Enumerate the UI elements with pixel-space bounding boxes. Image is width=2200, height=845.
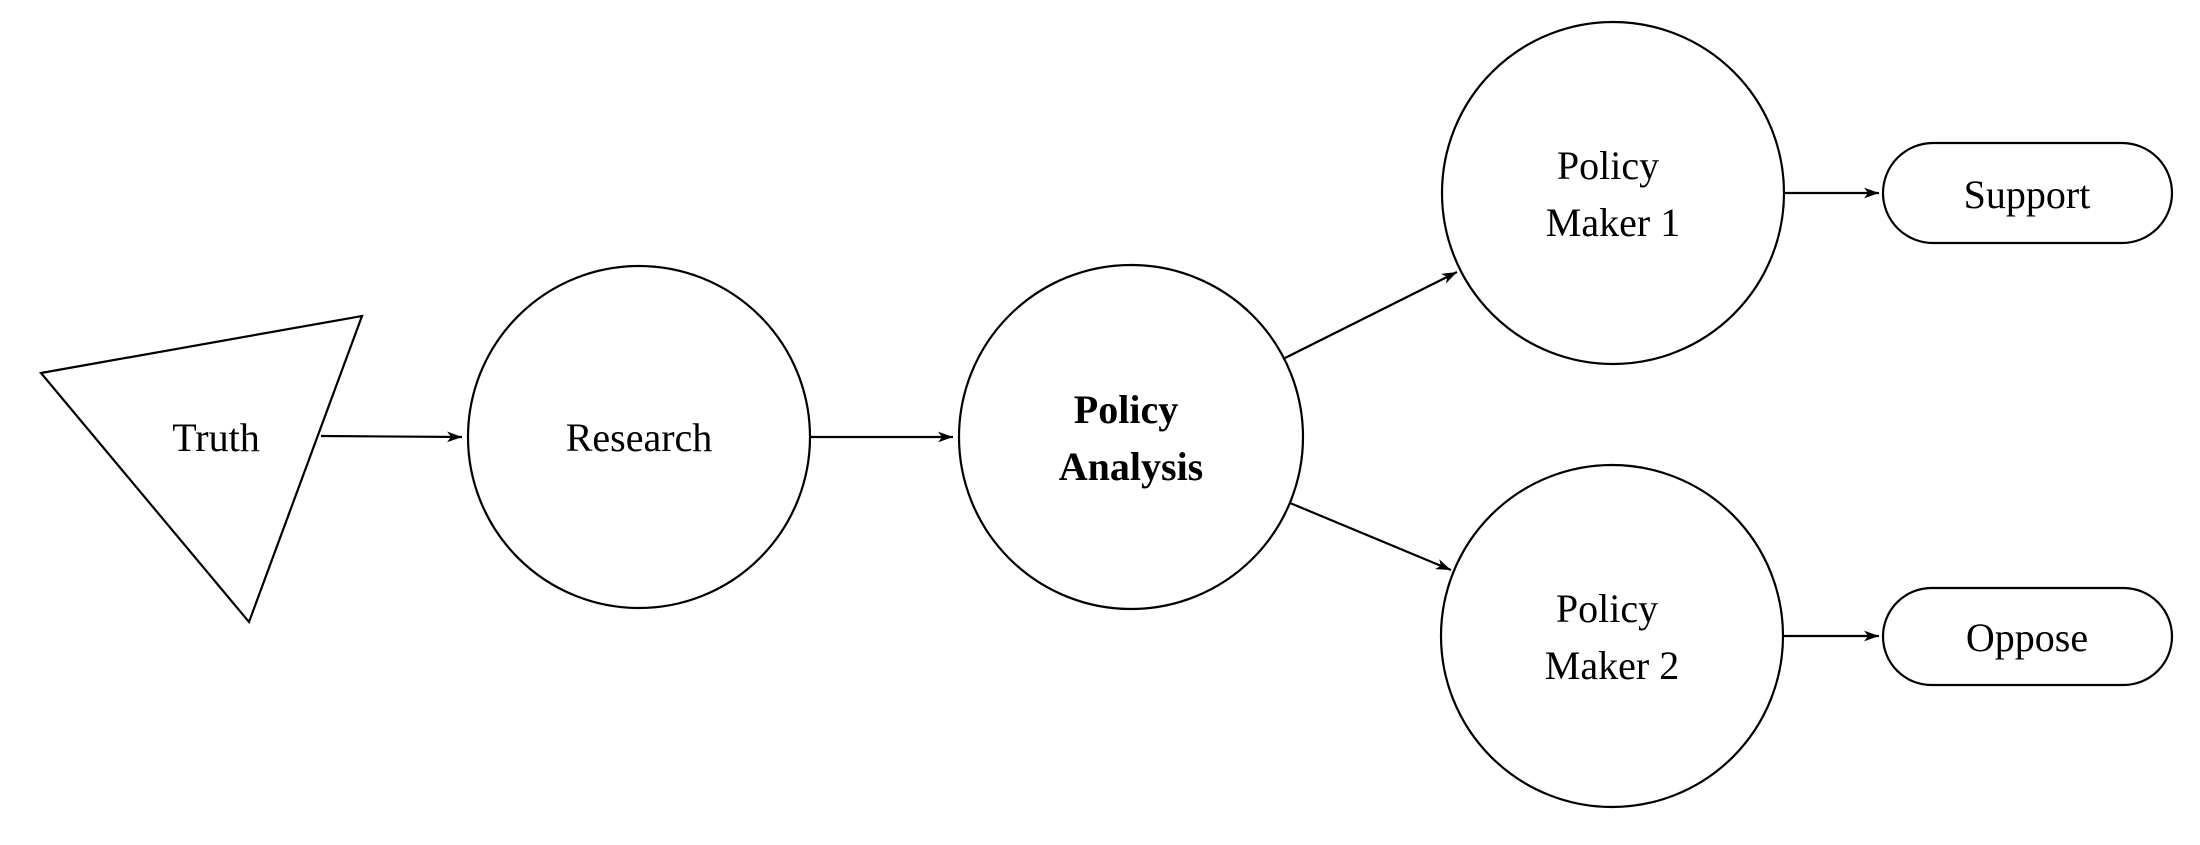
policy-maker-1-label-line1: Policy	[1557, 143, 1659, 188]
support-label: Support	[1964, 172, 2091, 217]
oppose-label: Oppose	[1966, 615, 2088, 660]
policy-analysis-label: Policy Analysis	[1059, 387, 1204, 489]
policy-maker-2-label: Policy Maker 2	[1545, 586, 1679, 688]
labels-group: Truth Research Policy Analysis Policy Ma…	[172, 143, 2090, 688]
research-label: Research	[566, 415, 713, 460]
truth-triangle	[38, 314, 364, 625]
truth-label: Truth	[172, 415, 259, 460]
policy-maker-2-label-line1: Policy	[1556, 586, 1658, 631]
policy-maker-1-label-line2: Maker 1	[1546, 200, 1680, 245]
oppose-stadium	[1881, 586, 2174, 687]
arrow-policy-analysis-to-policy-maker-1	[1284, 271, 1458, 359]
arrow-truth-to-research	[320, 431, 463, 443]
policy-analysis-circle	[957, 263, 1305, 611]
policy-analysis-label-line2: Analysis	[1059, 444, 1204, 489]
nodes-group	[38, 20, 2174, 809]
policy-maker-2-label-line2: Maker 2	[1545, 643, 1679, 688]
support-stadium	[1881, 141, 2174, 245]
research-circle	[466, 264, 812, 610]
policy-maker-1-circle	[1440, 20, 1786, 366]
policy-maker-1-label: Policy Maker 1	[1546, 143, 1680, 245]
edges-group	[320, 187, 1879, 642]
policy-maker-2-circle	[1439, 463, 1785, 809]
arrow-policy-analysis-to-policy-maker-2	[1289, 501, 1452, 572]
policy-analysis-label-line1: Policy	[1074, 387, 1178, 432]
